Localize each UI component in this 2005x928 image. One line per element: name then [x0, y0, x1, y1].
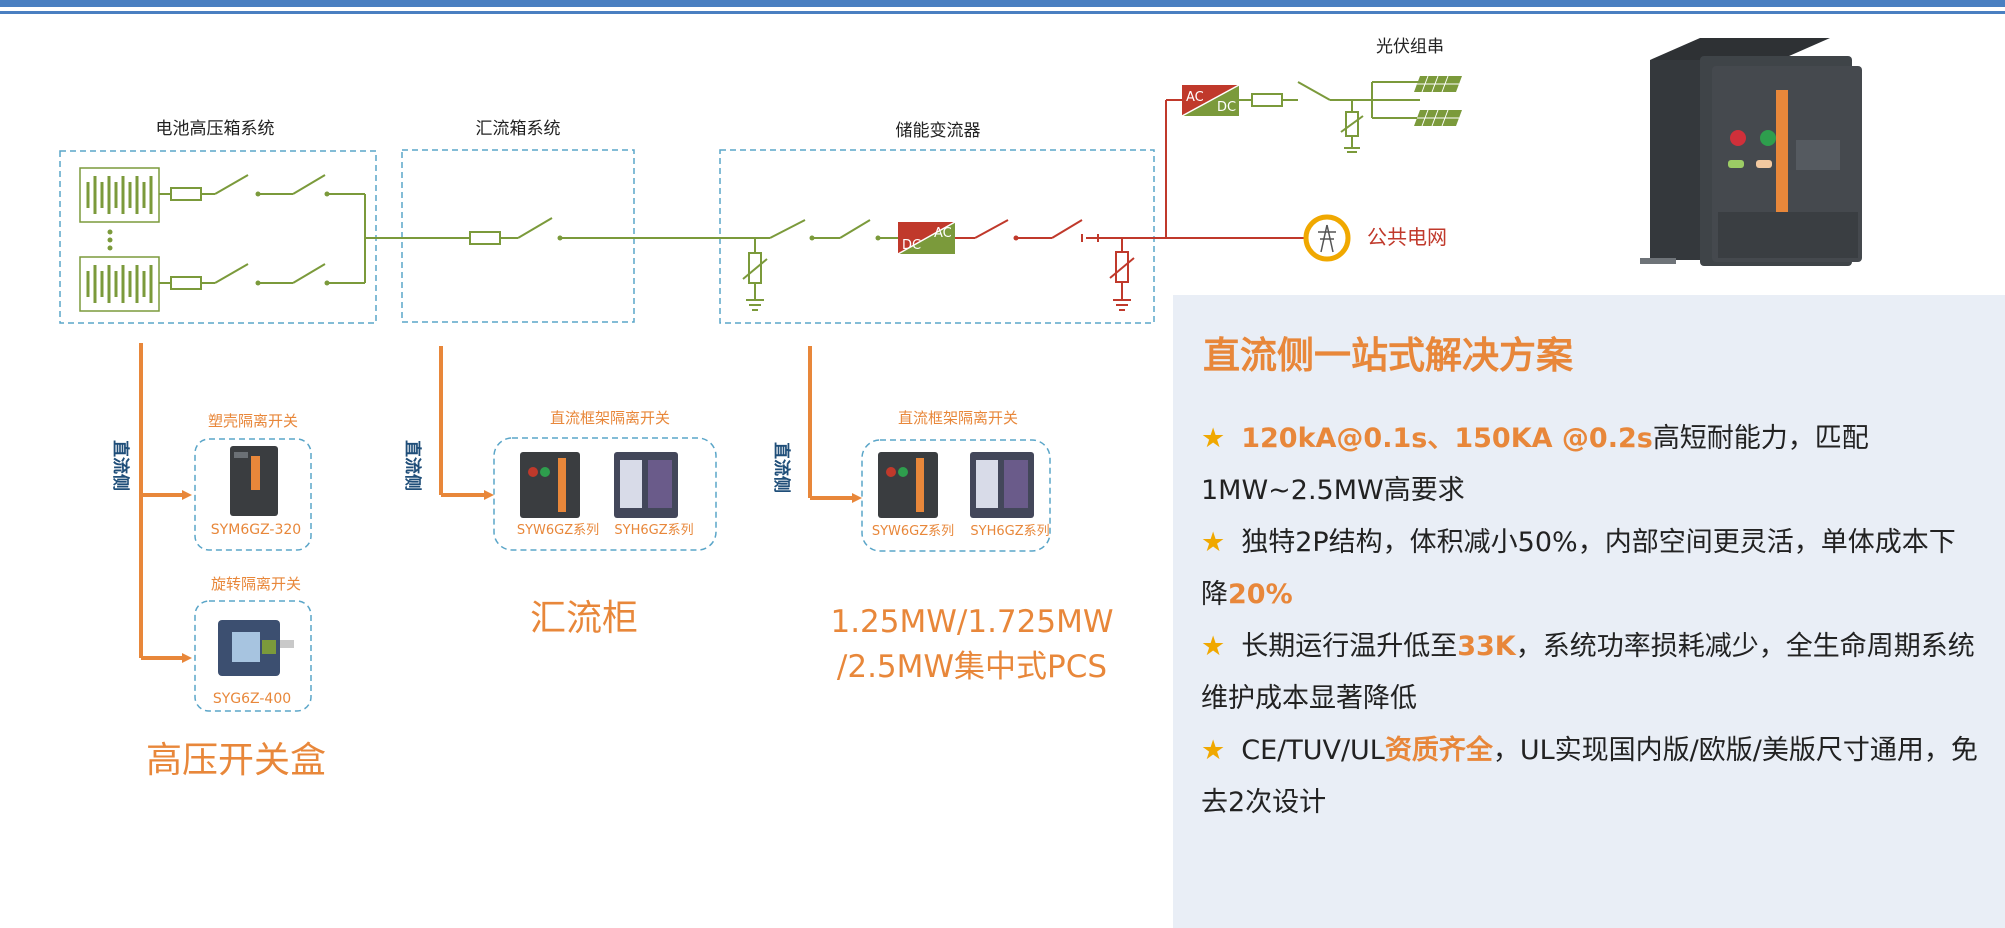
molded-case-product-box: [194, 438, 312, 551]
benefit-item-4: ★ CE/TUV/UL资质齐全，UL实现国内版/欧版/美版尺寸通用，免去2次设计: [1201, 725, 1981, 829]
benefit-2-text: 独特2P结构，体积减小50%，内部空间更灵活，单体成本下降: [1201, 527, 1956, 610]
pv-wiring: [1239, 81, 1420, 153]
solution-title: 直流侧一站式解决方案: [1203, 334, 1573, 377]
molded-case-switch-image: [230, 446, 278, 516]
benefit-3-text: 长期运行温升低至: [1241, 631, 1458, 662]
grid-tower-icon: [1303, 214, 1351, 262]
pcs-box: [719, 149, 1155, 324]
star-icon: ★: [1201, 735, 1226, 766]
breaker-product-image: [1640, 38, 1862, 266]
benefit-list: ★ 120kA@0.1s、150KA @0.2s高短耐能力，匹配1MW~2.5MW…: [1201, 413, 1981, 829]
main-converter-left: DC: [902, 238, 921, 253]
frame1-model-a: SYW6GZ系列: [517, 523, 599, 538]
benefit-3-text-2: ，系统功率损耗减少，全生命周期系统维护成本显著降低: [1201, 631, 1975, 714]
benefit-item-3: ★ 长期运行温升低至33K，系统功率损耗减少，全生命周期系统维护成本显著降低: [1201, 621, 1981, 725]
ac-wiring: [955, 99, 1306, 311]
dc-side-label-3: 直流侧: [771, 442, 792, 493]
pcs-caption-line2: /2.5MW集中式PCS: [837, 649, 1107, 685]
benefit-4-text: CE/TUV/UL: [1241, 735, 1385, 766]
benefit-1-text: 高短耐能力，匹配1MW~2.5MW高要求: [1201, 423, 1869, 506]
frame2-switch-a-image: [878, 452, 938, 518]
battery-pack-top: [79, 167, 160, 223]
pv-string-label: 光伏组串: [1376, 37, 1444, 57]
header-rule: [0, 11, 2005, 14]
pcs-system-label: 储能变流器: [896, 121, 981, 141]
grid-label: 公共电网: [1367, 225, 1447, 249]
pv-converter: [1181, 84, 1240, 117]
combiner-box: [401, 149, 635, 323]
dc-side-label-2: 直流侧: [402, 440, 423, 491]
rotary-product-box: [194, 600, 312, 712]
frame1-title: 直流框架隔离开关: [550, 409, 670, 427]
header-bar: [0, 0, 2005, 7]
frame2-switch-b-image: [970, 452, 1034, 518]
benefit-4-highlight: 资质齐全: [1384, 735, 1493, 766]
dc-wiring: [159, 174, 898, 311]
contact-dots: [255, 191, 881, 286]
solar-panel-icons: [1414, 75, 1462, 127]
star-icon: ★: [1201, 527, 1226, 558]
benefit-4-text-2: ，UL实现国内版/欧版/美版尺寸通用，免去2次设计: [1201, 735, 1978, 818]
combiner-cabinet-caption: 汇流柜: [530, 598, 638, 639]
benefit-1-highlight: 120kA@0.1s、150KA @0.2s: [1241, 423, 1653, 454]
main-converter-right: AC: [934, 226, 952, 241]
frame2-model-a: SYW6GZ系列: [872, 524, 954, 539]
pcs-caption-line1: 1.25MW/1.725MW: [830, 604, 1113, 640]
frame2-model-b: SYH6GZ系列: [970, 524, 1049, 539]
rotary-title: 旋转隔离开关: [211, 575, 301, 593]
rotary-switch-image: [218, 620, 294, 676]
star-icon: ★: [1201, 423, 1226, 454]
main-converter: [897, 221, 956, 255]
frame2-product-box: [861, 439, 1051, 552]
pv-converter-left: AC: [1186, 90, 1204, 105]
benefit-item-1: ★ 120kA@0.1s、150KA @0.2s高短耐能力，匹配1MW~2.5MW…: [1201, 413, 1981, 517]
ellipsis-dots: [107, 229, 113, 251]
pv-converter-right: DC: [1217, 100, 1236, 115]
battery-pack-bottom: [79, 256, 160, 312]
rotary-model: SYG6Z-400: [213, 691, 291, 707]
benefit-3-highlight: 33K: [1457, 631, 1516, 662]
frame1-product-box: [493, 437, 717, 551]
frame2-title: 直流框架隔离开关: [898, 409, 1018, 427]
solution-panel: 直流侧一站式解决方案 ★ 120kA@0.1s、150KA @0.2s高短耐能力，…: [1173, 295, 2005, 928]
star-icon: ★: [1201, 631, 1226, 662]
ac-contact-dots: [1013, 235, 1019, 241]
dc-arrows: [139, 343, 862, 663]
molded-case-model: SYM6GZ-320: [211, 522, 301, 538]
battery-system-label: 电池高压箱系统: [156, 119, 275, 139]
frame1-switch-b-image: [614, 452, 678, 518]
dc-side-label-1: 直流侧: [110, 440, 131, 491]
benefit-item-2: ★独特2P结构，体积减小50%，内部空间更灵活，单体成本下降20%: [1201, 517, 1981, 621]
hv-box-caption: 高压开关盒: [146, 740, 326, 781]
combiner-system-label: 汇流箱系统: [476, 119, 561, 139]
frame1-switch-a-image: [520, 452, 580, 518]
frame1-model-b: SYH6GZ系列: [614, 523, 693, 538]
benefit-2-highlight: 20%: [1228, 579, 1293, 610]
molded-case-title: 塑壳隔离开关: [208, 412, 298, 430]
